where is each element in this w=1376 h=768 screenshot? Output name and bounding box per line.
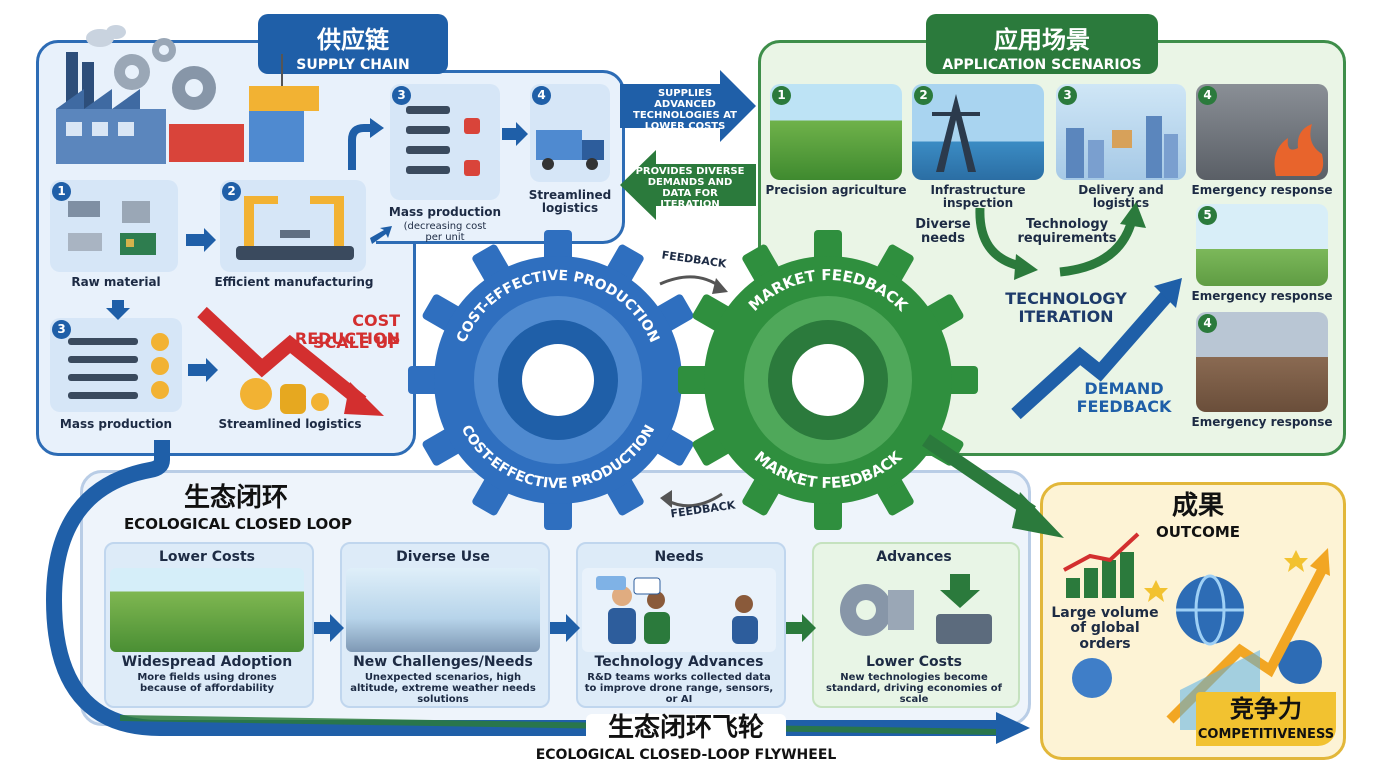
step-number: 4 xyxy=(532,86,551,105)
market-feedback-gear xyxy=(678,230,978,530)
flywheel-title-en: ECOLOGICAL CLOSED-LOOP FLYWHEEL xyxy=(535,747,837,763)
step-number: 1 xyxy=(52,182,71,201)
loop-card-title: Lower Costs xyxy=(866,654,962,670)
drone-coins-icon xyxy=(68,333,169,399)
loop-card-desc: Unexpected scenarios, high altitude, ext… xyxy=(350,672,536,705)
loop-arrows xyxy=(45,440,1030,744)
step-number: 3 xyxy=(52,320,71,339)
scale-up-label: SCALE UP xyxy=(312,333,400,352)
cost-effective-production-gear xyxy=(408,230,708,530)
demand-feedback-label: DEMAND FEEDBACK xyxy=(1076,379,1172,416)
loop-card-desc: R&D teams works collected data to improv… xyxy=(584,672,774,705)
supply-chain-title-en: SUPPLY CHAIN xyxy=(296,57,410,73)
scenario-precision-agriculture-tile xyxy=(770,84,902,180)
streamlined-logistics-bottom-label: Streamlined logistics xyxy=(218,417,362,431)
iteration-arrows xyxy=(975,202,1182,420)
loop-card-image xyxy=(346,568,540,652)
supplies-arrow xyxy=(620,70,756,142)
competitiveness-en: COMPETITIVENESS xyxy=(1197,727,1335,742)
gears-diagram: COST-EFFECTIVE PRODUCTION COST-EFFECTIVE… xyxy=(408,230,978,530)
coins-icon xyxy=(240,378,329,414)
technology-requirements-label: Technology requirements xyxy=(1017,217,1117,247)
truck-icon xyxy=(536,130,604,170)
loop-title-cn: 生态闭环 xyxy=(183,483,288,513)
step-number: 2 xyxy=(914,86,933,105)
cost-reduction-label: COST REDUCTION xyxy=(294,311,400,348)
loop-card-head: Diverse Use xyxy=(396,549,490,565)
application-title-cn: 应用场景 xyxy=(994,26,1090,54)
supply-chain-header: 供应链 SUPPLY CHAIN xyxy=(258,14,448,74)
streamlined-logistics-top-label: Streamlined logistics xyxy=(528,188,612,216)
raw-material-icon xyxy=(68,201,156,255)
city-icon xyxy=(1066,116,1178,178)
mass-production-top-label: Mass production xyxy=(388,205,502,219)
step-number: 2 xyxy=(222,182,241,201)
step-number: 5 xyxy=(1198,206,1217,225)
loop-title-en: ECOLOGICAL CLOSED LOOP xyxy=(123,515,353,533)
mass-production-top-tile xyxy=(390,84,500,200)
application-header: 应用场景 APPLICATION SCENARIOS xyxy=(926,14,1158,74)
supply-chain-arrows xyxy=(106,118,528,416)
supplies-label: SUPPLIES ADVANCED TECHNOLOGIES AT LOWER … xyxy=(633,88,737,132)
provides-label: PROVIDES DIVERSE DEMANDS AND DATA FOR IT… xyxy=(635,166,745,210)
scenario-emergency-response-tile xyxy=(1196,204,1328,286)
loop-card-desc: New technologies become standard, drivin… xyxy=(826,672,1002,705)
raw-material-tile xyxy=(50,180,178,272)
competitiveness-badge xyxy=(1196,692,1336,746)
step-number: 1 xyxy=(772,86,791,105)
provides-arrow xyxy=(620,150,756,220)
step-number: 4 xyxy=(1198,86,1217,105)
gear-money-icon xyxy=(840,574,992,644)
scenario-label: Emergency response xyxy=(1191,415,1333,429)
loop-card-image xyxy=(110,568,304,652)
scenario-label: Emergency response xyxy=(1191,289,1333,303)
curve-arrow xyxy=(348,124,372,170)
loop-card-head: Advances xyxy=(876,549,952,565)
scenario-emergency-response-tile xyxy=(1196,312,1328,412)
scenario-label: Emergency response xyxy=(1191,183,1333,197)
efficient-manufacturing-label: Efficient manufacturing xyxy=(214,275,374,289)
competitiveness-cn: 竞争力 xyxy=(1230,695,1302,723)
growth-chart-icon xyxy=(1063,532,1330,730)
technology-iteration-label: TECHNOLOGY ITERATION xyxy=(1005,289,1127,326)
scenario-infrastructure-inspection-tile xyxy=(912,84,1044,180)
loop-card-head: Lower Costs xyxy=(159,549,255,565)
drone-stack-icon xyxy=(406,106,480,176)
step-number: 4 xyxy=(1198,314,1217,333)
scenario-label: Precision agriculture xyxy=(765,183,907,197)
supply-chain-title-cn: 供应链 xyxy=(317,26,389,54)
loop-card-title: New Challenges/Needs xyxy=(353,654,533,670)
outcome-title-en: OUTCOME xyxy=(1155,523,1241,541)
flywheel-title-cn: 生态闭环飞轮 xyxy=(586,714,786,743)
application-title-en: APPLICATION SCENARIOS xyxy=(942,57,1142,73)
robot-arm-icon xyxy=(236,196,354,260)
mass-production-top-sub: (decreasing cost per unit xyxy=(403,221,487,243)
step-number: 3 xyxy=(392,86,411,105)
loop-card-head: Needs xyxy=(654,549,704,565)
research-team-icon xyxy=(596,576,758,644)
outcome-title-cn: 成果 xyxy=(1171,491,1224,521)
diverse-needs-label: Diverse needs xyxy=(915,217,971,247)
mass-production-bottom-label: Mass production xyxy=(59,417,173,431)
power-tower-icon xyxy=(932,94,980,172)
step-number: 3 xyxy=(1058,86,1077,105)
factory-icon xyxy=(56,25,319,164)
loop-card-desc: More fields using drones because of affo… xyxy=(137,672,277,694)
scenario-label: Infrastructure inspection xyxy=(930,183,1026,211)
fire-icon xyxy=(1274,124,1324,176)
global-orders-label: Large volume of global orders xyxy=(1051,605,1159,652)
raw-material-label: Raw material xyxy=(71,275,161,289)
gear-to-outcome-arrow xyxy=(922,434,1064,538)
loop-card-title: Widespread Adoption xyxy=(121,654,293,670)
loop-card-title: Technology Advances xyxy=(594,654,764,670)
